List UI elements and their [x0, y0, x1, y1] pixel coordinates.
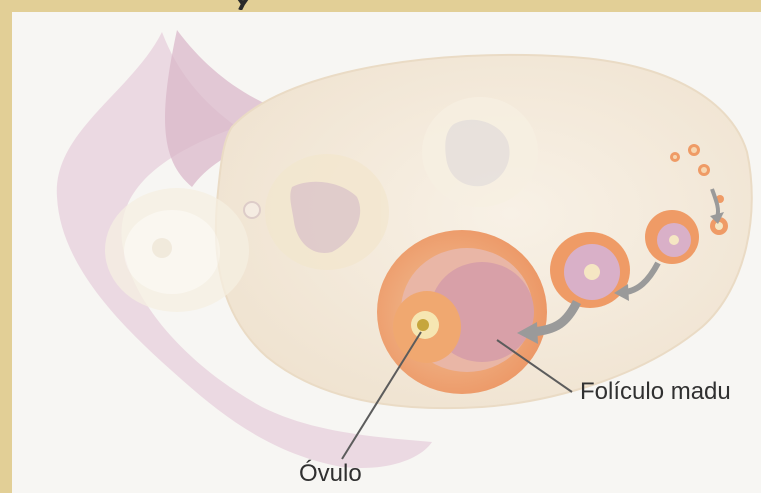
secondary-follicle-large — [550, 232, 630, 308]
secondary-follicle-small — [645, 210, 699, 264]
mature-follicle — [377, 230, 547, 394]
mature-follicle-label: Folículo madu — [580, 378, 731, 406]
title-fragment-stroke — [230, 0, 256, 10]
ovum-label: Óvulo — [299, 460, 362, 488]
corpus-luteum-top — [422, 97, 538, 207]
diagram-panel: Folículo madu Óvulo — [12, 12, 761, 493]
corpus-albicans — [105, 188, 249, 312]
ovarian-cycle-diagram — [12, 12, 761, 493]
